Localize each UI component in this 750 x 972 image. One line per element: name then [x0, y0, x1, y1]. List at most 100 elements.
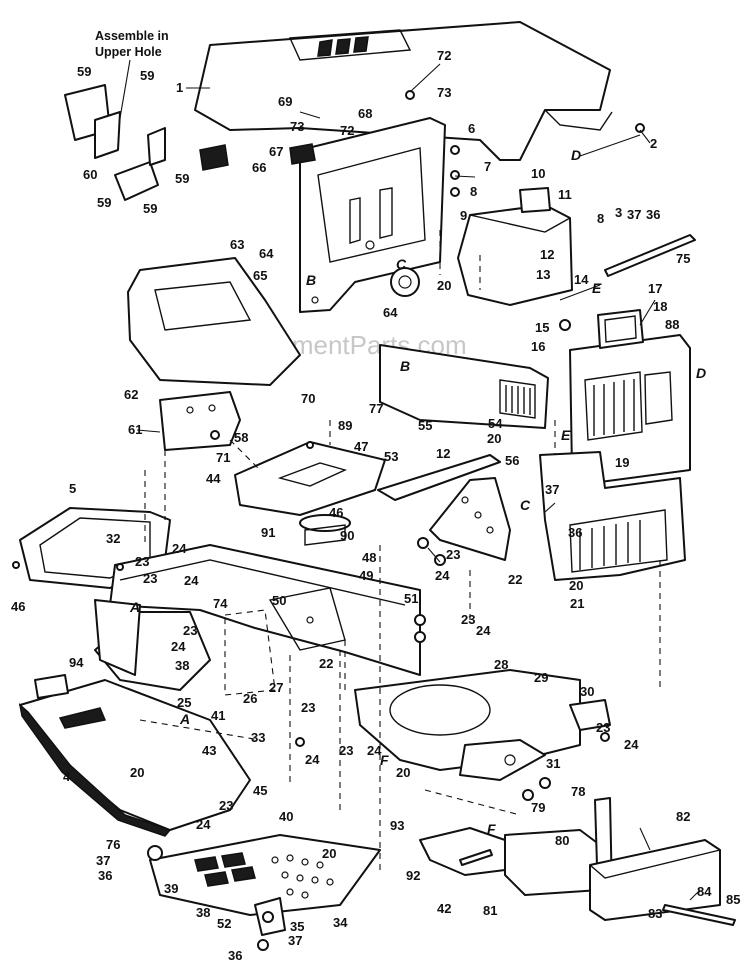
- callout-64: 64: [383, 305, 398, 320]
- callout-40: 40: [279, 809, 293, 824]
- callout-73: 73: [437, 85, 451, 100]
- callout-3: 3: [615, 205, 622, 220]
- callout-34: 34: [333, 915, 348, 930]
- callout-24: 24: [435, 568, 450, 583]
- bracket-53: [377, 454, 501, 501]
- callout-55: 55: [418, 418, 432, 433]
- ref-letter-b: B: [400, 358, 410, 374]
- footboard: [149, 834, 381, 936]
- callouts: 59 59 60 59 59 59 1 72 73 69 68 73 72 6 …: [11, 48, 740, 963]
- callout-8: 8: [597, 211, 604, 226]
- callout-24: 24: [305, 752, 320, 767]
- callout-93: 93: [390, 818, 404, 833]
- callout-37: 37: [627, 207, 641, 222]
- ref-letter-e: E: [561, 427, 571, 443]
- callout-20: 20: [569, 578, 583, 593]
- ref-letter-a: A: [179, 711, 190, 727]
- spring-90: [299, 514, 351, 546]
- callout-38: 38: [196, 905, 210, 920]
- callout-75: 75: [676, 251, 690, 266]
- rod: [604, 234, 696, 277]
- dash-panel: [299, 117, 446, 313]
- callout-59: 59: [175, 171, 189, 186]
- callout-23: 23: [219, 798, 233, 813]
- callout-74: 74: [213, 596, 228, 611]
- callout-18: 18: [653, 299, 667, 314]
- callout-15: 15: [535, 320, 549, 335]
- callout-42: 42: [437, 901, 451, 916]
- callout-66: 66: [252, 160, 266, 175]
- callout-91: 91: [261, 525, 275, 540]
- callout-5: 5: [69, 481, 76, 496]
- callout-37: 37: [288, 933, 302, 948]
- callout-67: 67: [269, 144, 283, 159]
- callout-64: 64: [259, 246, 274, 261]
- frame: [94, 544, 421, 696]
- callout-71: 71: [216, 450, 230, 465]
- callout-23: 23: [596, 720, 610, 735]
- callout-85: 85: [726, 892, 740, 907]
- callout-23: 23: [446, 547, 460, 562]
- callout-56: 56: [505, 453, 519, 468]
- callout-32: 32: [106, 531, 120, 546]
- ref-letter-c: C: [520, 497, 531, 513]
- callout-89: 89: [338, 418, 352, 433]
- callout-51: 51: [404, 591, 418, 606]
- left-fender: [18, 674, 251, 837]
- callout-36: 36: [98, 868, 112, 883]
- callout-31: 31: [546, 756, 560, 771]
- callout-20: 20: [487, 431, 501, 446]
- callout-2: 2: [650, 136, 657, 151]
- callout-63: 63: [230, 237, 244, 252]
- callout-23: 23: [339, 743, 353, 758]
- callout-24: 24: [172, 541, 187, 556]
- callout-73: 73: [290, 119, 304, 134]
- ref-letter-f: F: [380, 752, 389, 768]
- callout-12: 12: [540, 247, 554, 262]
- callout-20: 20: [130, 765, 144, 780]
- callout-68: 68: [358, 106, 372, 121]
- callout-54: 54: [488, 416, 503, 431]
- callout-80: 80: [555, 833, 569, 848]
- callout-22: 22: [508, 572, 522, 587]
- callout-23: 23: [461, 612, 475, 627]
- callout-59: 59: [140, 68, 154, 83]
- ref-letter-a: A: [129, 599, 140, 615]
- callout-92: 92: [406, 868, 420, 883]
- callout-24: 24: [171, 639, 186, 654]
- ref-letter-f: F: [487, 821, 496, 837]
- callout-70: 70: [301, 391, 315, 406]
- seat-bracket: [159, 391, 241, 451]
- callout-36: 36: [646, 207, 660, 222]
- callout-53: 53: [384, 449, 398, 464]
- ref-letter-d: D: [696, 365, 706, 381]
- ref-letter-c: C: [396, 256, 407, 272]
- callout-36: 36: [568, 525, 582, 540]
- callout-78: 78: [571, 784, 585, 799]
- rear-hitch: [419, 797, 721, 921]
- seat: [127, 257, 301, 386]
- callout-9: 9: [460, 208, 467, 223]
- callout-77: 77: [369, 401, 383, 416]
- callout-84: 84: [697, 884, 712, 899]
- callout-46: 46: [329, 505, 343, 520]
- callout-29: 29: [534, 670, 548, 685]
- callout-69: 69: [278, 94, 292, 109]
- assembly-note-line1: Assemble in: [95, 29, 169, 43]
- assembly-note-line2: Upper Hole: [95, 45, 162, 59]
- callout-20: 20: [437, 278, 451, 293]
- fasteners: [12, 90, 645, 951]
- callout-19: 19: [615, 455, 629, 470]
- callout-23: 23: [301, 700, 315, 715]
- callout-21: 21: [570, 596, 584, 611]
- callout-88: 88: [665, 317, 679, 332]
- callout-4: 4: [63, 769, 71, 784]
- callout-50: 50: [272, 593, 286, 608]
- ref-letter-d: D: [571, 147, 581, 163]
- callout-26: 26: [243, 691, 257, 706]
- callout-59: 59: [77, 64, 91, 79]
- callout-82: 82: [676, 809, 690, 824]
- ignition-switch: [390, 267, 420, 297]
- callout-81: 81: [483, 903, 497, 918]
- callout-7: 7: [484, 159, 491, 174]
